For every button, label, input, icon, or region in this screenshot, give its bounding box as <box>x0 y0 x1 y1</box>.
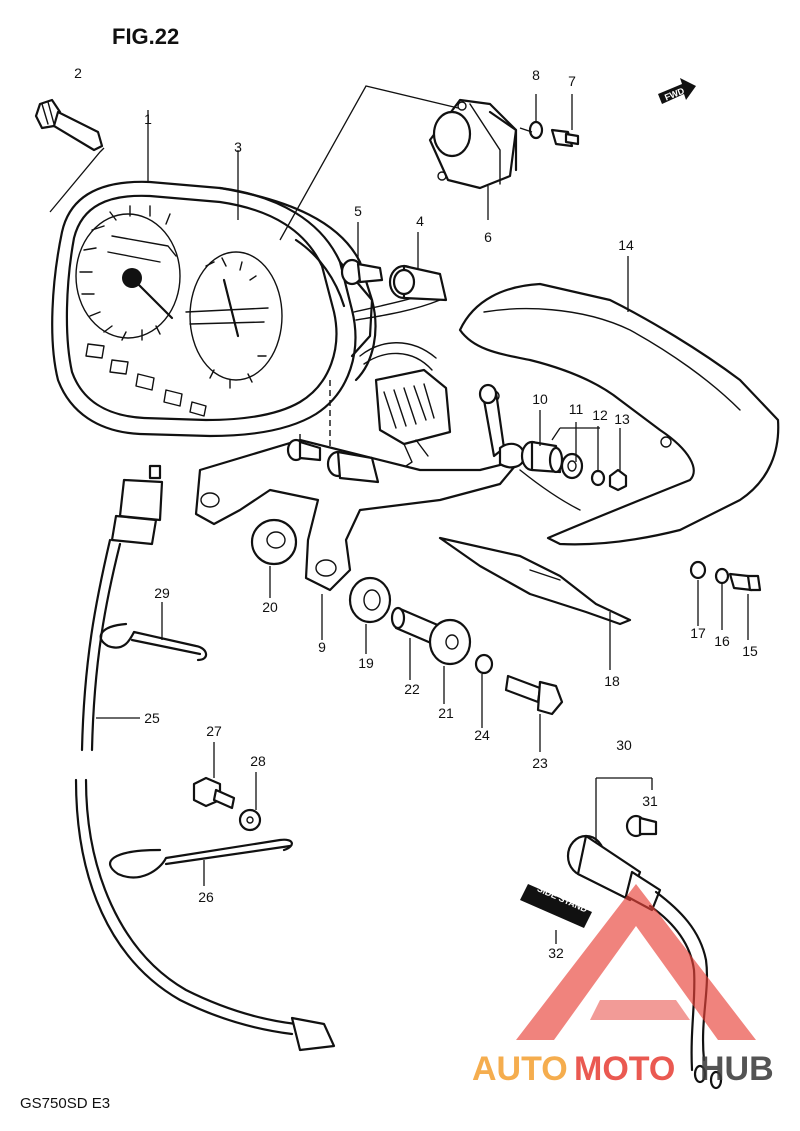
washer-part-16 <box>714 567 730 585</box>
forward-arrow-icon: FWD <box>658 78 696 104</box>
callout-14: 14 <box>618 237 634 253</box>
callout-23: 23 <box>532 755 548 771</box>
callout-2: 2 <box>74 65 82 81</box>
callout-19: 19 <box>358 655 374 671</box>
callout-16: 16 <box>714 633 730 649</box>
callout-8: 8 <box>532 67 540 83</box>
callout-5: 5 <box>354 203 362 219</box>
cushion-part-17 <box>689 560 707 580</box>
leader-lines <box>49 85 749 944</box>
collar-part-22 <box>390 606 442 648</box>
speedometer-cable-part-25 <box>74 464 336 1052</box>
callout-20: 20 <box>262 599 278 615</box>
callout-32: 32 <box>548 945 564 961</box>
fwd-label: FWD <box>663 85 686 102</box>
bulb-part-5 <box>340 258 384 286</box>
callout-3: 3 <box>234 139 242 155</box>
callout-17: 17 <box>690 625 706 641</box>
callout-21: 21 <box>438 705 454 721</box>
callout-15: 15 <box>742 643 758 659</box>
cushion-part-20 <box>250 518 298 566</box>
clip-part-29 <box>99 622 208 662</box>
callout-11: 11 <box>569 401 584 417</box>
meter-cover-part-14 <box>458 282 780 546</box>
side-stand-label-part-32: SIDE STAND <box>520 883 592 928</box>
callout-30: 30 <box>616 737 632 753</box>
screw-part-7 <box>550 128 580 148</box>
automotohub-watermark: AUTO MOTO HUB <box>472 884 774 1088</box>
washer-part-28 <box>238 808 262 832</box>
callout-31: 31 <box>642 793 658 809</box>
callout-12: 12 <box>592 407 608 423</box>
callout-6: 6 <box>484 229 492 245</box>
callout-25: 25 <box>144 710 160 726</box>
meter-assembly-part-1 <box>51 180 357 438</box>
callout-numbers: 1 2 3 4 5 6 7 8 9 10 11 12 13 14 15 16 1… <box>74 65 758 961</box>
cable-fitting-part-6 <box>428 98 518 190</box>
lamp-socket-lower <box>286 438 380 484</box>
grommet-part-10 <box>520 440 564 474</box>
callout-1: 1 <box>144 111 152 127</box>
callout-26: 26 <box>198 889 214 905</box>
watermark-text-hub: HUB <box>700 1050 774 1088</box>
callout-10: 10 <box>532 391 548 407</box>
cable-nut-part-2 <box>34 98 104 152</box>
bolt-part-23 <box>504 674 564 716</box>
washer-part-12 <box>590 469 606 487</box>
figure-title: FIG.22 <box>112 24 179 49</box>
wiring-connector <box>353 291 452 471</box>
bolt-part-27 <box>192 776 236 810</box>
model-code: GS750SD E3 <box>20 1095 110 1112</box>
bracket-part-9 <box>194 383 526 592</box>
watermark-text-auto: AUTO <box>472 1050 568 1088</box>
bulb-part-31 <box>625 814 658 838</box>
callout-22: 22 <box>404 681 420 697</box>
callout-4: 4 <box>416 213 424 229</box>
callout-7: 7 <box>568 73 576 89</box>
cushion-part-19 <box>348 576 392 624</box>
watermark-triangle-icon <box>516 884 756 1040</box>
washer-part-21 <box>428 618 472 666</box>
callout-29: 29 <box>154 585 170 601</box>
callout-27: 27 <box>206 723 222 739</box>
washer-part-8 <box>528 120 544 140</box>
gasket-part-18 <box>438 536 632 626</box>
spacer-part-11 <box>560 452 584 480</box>
nut-part-13 <box>608 468 628 492</box>
callout-13: 13 <box>614 411 630 427</box>
lamp-socket-part-4 <box>388 264 448 302</box>
callout-24: 24 <box>474 727 490 743</box>
callout-28: 28 <box>250 753 266 769</box>
clip-part-26 <box>108 838 293 879</box>
washer-part-24 <box>474 653 494 675</box>
watermark-text-moto: MOTO <box>574 1050 675 1088</box>
callout-18: 18 <box>604 673 620 689</box>
screw-part-15 <box>728 572 762 592</box>
callout-9: 9 <box>318 639 326 655</box>
